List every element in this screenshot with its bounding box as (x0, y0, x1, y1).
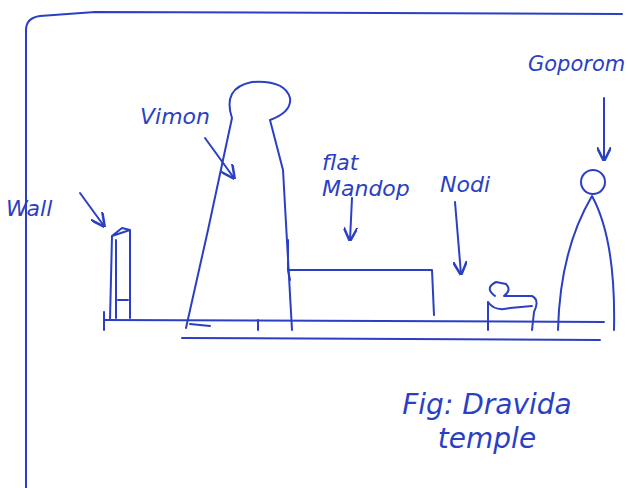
wall-symbol (110, 228, 130, 320)
platform-line (182, 338, 600, 340)
leader-arrow (455, 202, 461, 274)
leader-arrow (603, 98, 605, 160)
figure-caption: Fig: Dravida temple (392, 388, 582, 455)
gopuram-tower (558, 196, 614, 330)
mandapa-roof (288, 240, 434, 315)
leader-arrow (350, 198, 352, 240)
vimana-base (190, 320, 258, 330)
ground-line (104, 320, 604, 322)
nandi-symbol (488, 282, 537, 330)
ground-stub (103, 312, 105, 330)
mandapa-edge (288, 270, 290, 280)
leader-arrow (80, 193, 104, 226)
gopuram-label: Goporom (528, 52, 628, 77)
frame-line (26, 12, 622, 488)
vimana-label: Vimon (140, 104, 230, 130)
wall-label: Wall (6, 196, 86, 222)
gopuram-top (581, 170, 605, 194)
mandapa-label: flat Mandop (322, 150, 418, 203)
leader-arrow (205, 138, 234, 178)
nandi-label: Nodi (440, 172, 510, 198)
